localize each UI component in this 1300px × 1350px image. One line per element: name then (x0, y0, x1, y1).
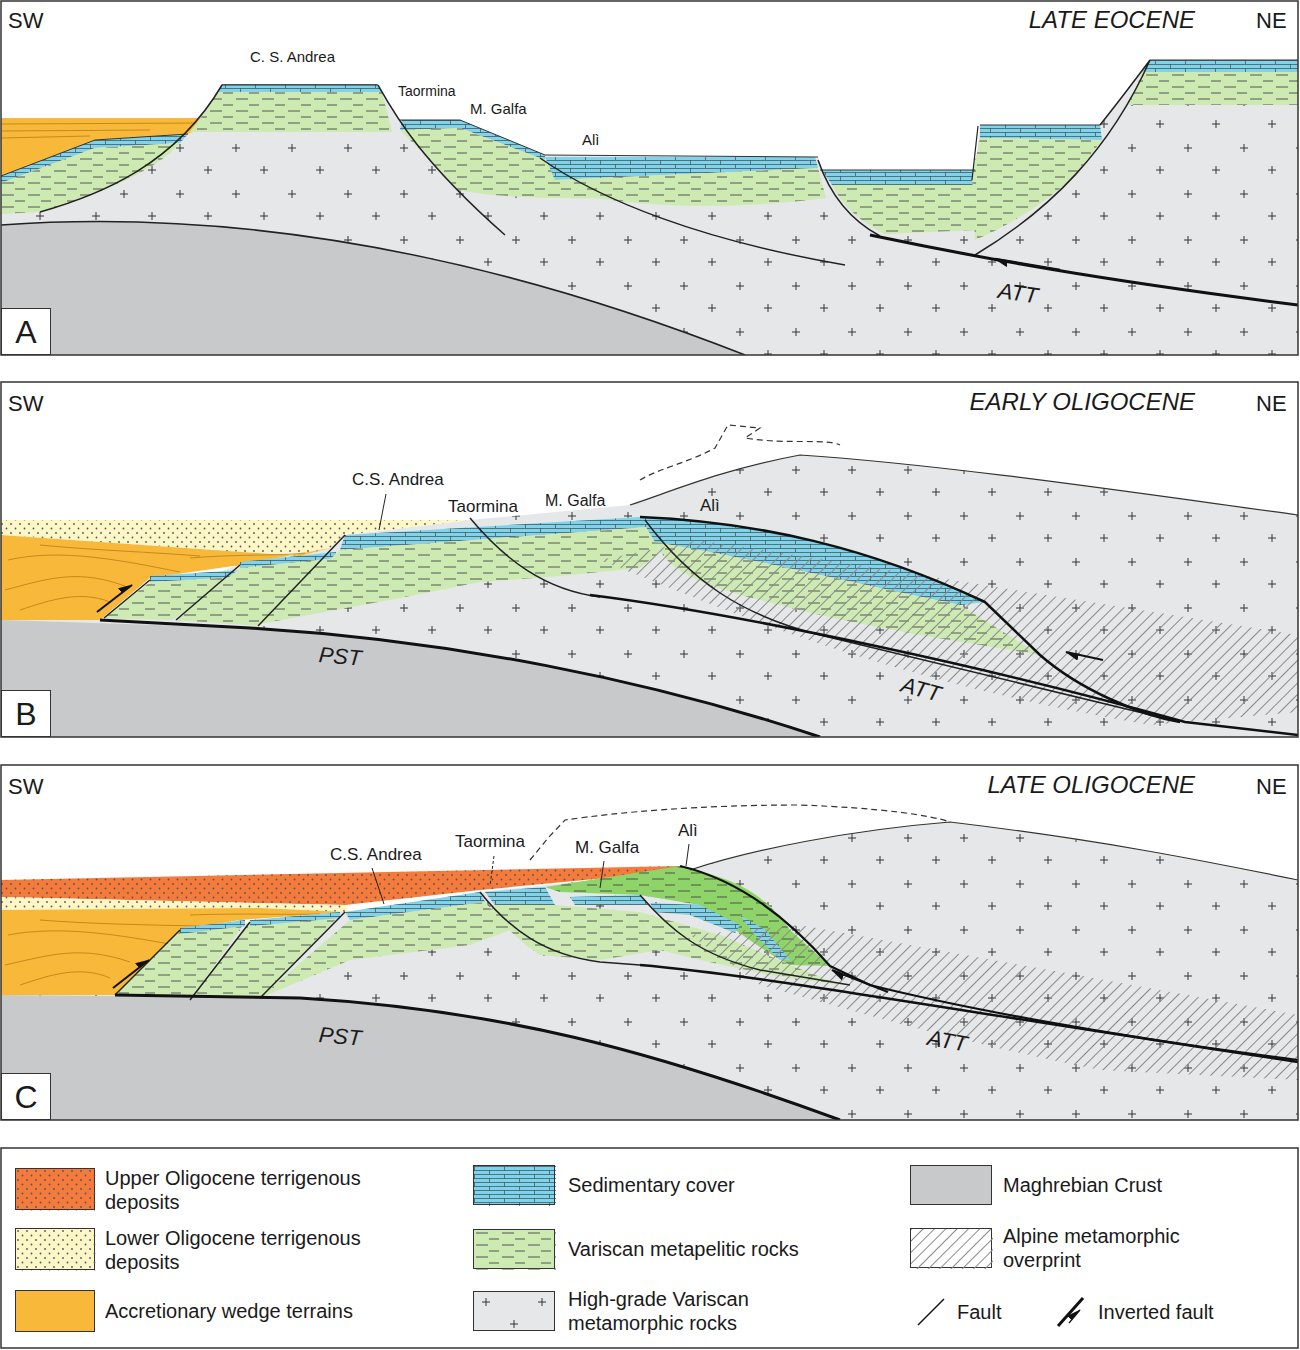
fault-name: ATT (926, 1025, 970, 1057)
legend-swatch (15, 1168, 95, 1210)
legend-symbol (16, 1169, 96, 1211)
legend-swatch (910, 1165, 992, 1205)
section-late-oligocene (1, 805, 1298, 1120)
legend-symbol (474, 1166, 556, 1206)
panel-letter-box: C (1, 1073, 51, 1120)
legend-swatch (473, 1291, 555, 1331)
compass-label: NE (1256, 774, 1287, 799)
place-name: C.S. Andrea (352, 470, 444, 490)
fault-symbol (918, 1299, 944, 1325)
legend-swatch (1055, 1296, 1087, 1328)
period-title: EARLY OLIGOCENE (970, 388, 1195, 416)
legend-text: High-grade Variscan metamorphic rocks (568, 1287, 868, 1335)
period-title: LATE OLIGOCENE (987, 771, 1195, 799)
place-name: C. S. Andrea (250, 48, 335, 65)
panel-letter: C (14, 1081, 37, 1113)
legend-symbol (915, 1296, 947, 1328)
fault-name: ATT (898, 672, 943, 707)
place-name: M. Galfa (545, 492, 605, 510)
legend-pattern (16, 1229, 96, 1271)
legend-swatch (473, 1229, 555, 1269)
legend-text: Lower Oligocene terrigenous deposits (105, 1226, 405, 1274)
place-name: Taormina (448, 497, 518, 517)
legend-pattern (911, 1229, 993, 1269)
place-name: M. Galfa (575, 838, 639, 858)
legend-symbol (911, 1229, 993, 1269)
place-name: Taormina (455, 832, 525, 852)
legend-text: Fault (957, 1300, 1107, 1324)
legend-text: Accretionary wedge terrains (105, 1299, 405, 1323)
compass-label: NE (1256, 391, 1287, 416)
legend-swatch (15, 1228, 95, 1270)
legend-symbol (16, 1229, 96, 1271)
compass-label: SW (8, 391, 43, 416)
place-name: Taormina (398, 83, 456, 99)
place-name: M. Galfa (470, 100, 527, 117)
legend-text: Sedimentary cover (568, 1173, 868, 1197)
section-late-eocene (1, 60, 1298, 355)
panel-letter: B (15, 698, 36, 730)
legend-text: Variscan metapelitic rocks (568, 1237, 868, 1261)
legend-symbol (474, 1292, 556, 1332)
panel-letter-box: A (1, 308, 51, 355)
legend-text: Alpine metamorphic overprint (1003, 1224, 1263, 1272)
period-title: LATE EOCENE (1029, 6, 1195, 34)
legend-swatch (15, 1290, 95, 1332)
legend-pattern (474, 1230, 556, 1270)
compass-label: NE (1256, 8, 1287, 33)
place-name: Alì (582, 131, 600, 148)
fault-name: PST (318, 642, 363, 671)
panel-letter-box: B (1, 690, 51, 737)
legend-swatch (910, 1228, 992, 1268)
inverted-fault-arrow (1069, 1310, 1080, 1323)
legend-swatch (915, 1296, 947, 1328)
legend-text: Upper Oligocene terrigenous deposits (105, 1166, 405, 1214)
legend-text: Inverted fault (1098, 1300, 1288, 1324)
legend-symbol (474, 1230, 556, 1270)
legend-pattern (474, 1292, 556, 1332)
place-name: Alì (700, 496, 720, 516)
place-name: Alì (678, 821, 698, 841)
place-name: C.S. Andrea (330, 845, 422, 865)
section-early-oligocene (1, 425, 1298, 737)
legend-pattern (474, 1166, 556, 1206)
compass-label: SW (8, 8, 43, 33)
fault-name: ATT (996, 278, 1039, 309)
legend-text: Maghrebian Crust (1003, 1173, 1263, 1197)
panel-letter: A (15, 316, 36, 348)
compass-label: SW (8, 774, 43, 799)
legend-symbol (1055, 1296, 1087, 1328)
fault-name: PST (318, 1022, 363, 1051)
inverted-fault-symbol (1058, 1298, 1083, 1326)
legend-pattern (16, 1169, 96, 1211)
legend-swatch (473, 1165, 555, 1205)
